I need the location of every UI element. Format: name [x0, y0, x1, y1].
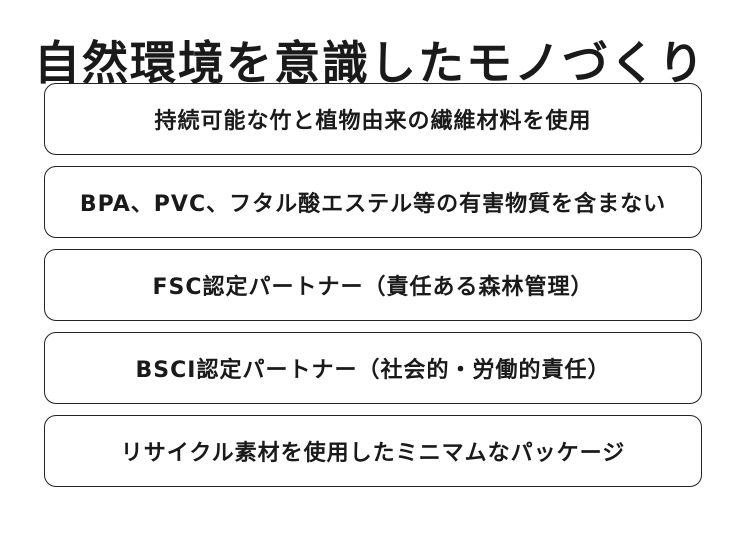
feature-text: BSCI認定パートナー（社会的・労働的責任）	[135, 358, 611, 383]
feature-card-bamboo: 持続可能な竹と植物由来の繊維材料を使用	[44, 83, 702, 155]
feature-card-packaging: リサイクル素材を使用したミニマムなパッケージ	[44, 415, 702, 487]
feature-card-fsc: FSC認定パートナー（責任ある森林管理）	[44, 249, 702, 321]
feature-text: 持続可能な竹と植物由来の繊維材料を使用	[154, 109, 592, 134]
feature-text: BPA、PVC、フタル酸エステル等の有害物質を含まない	[79, 192, 667, 217]
feature-text: リサイクル素材を使用したミニマムなパッケージ	[120, 441, 626, 466]
feature-card-bsci: BSCI認定パートナー（社会的・労働的責任）	[44, 332, 702, 404]
feature-card-harmful-free: BPA、PVC、フタル酸エステル等の有害物質を含まない	[44, 166, 702, 238]
page-title: 自然環境を意識したモノづくり	[34, 35, 706, 90]
feature-list: 持続可能な竹と植物由来の繊維材料を使用 BPA、PVC、フタル酸エステル等の有害…	[44, 83, 702, 498]
feature-text: FSC認定パートナー（責任ある森林管理）	[152, 275, 594, 300]
